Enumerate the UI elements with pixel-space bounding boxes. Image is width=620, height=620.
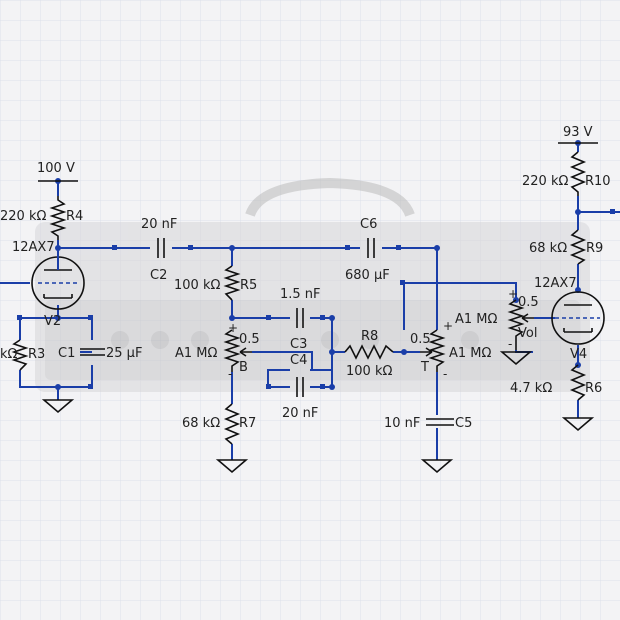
resistor-r5[interactable]: 100 kΩ R5	[174, 265, 257, 301]
r7-name: R7	[239, 416, 256, 431]
amplifier-chassis-image	[35, 177, 590, 392]
r6-value: 4.7 kΩ	[510, 381, 552, 396]
r4-name: R4	[66, 209, 83, 224]
c2-name: C2	[150, 268, 167, 283]
c5-name: C5	[455, 416, 472, 431]
v4-name: V4	[570, 347, 587, 362]
r5-name: R5	[240, 278, 257, 293]
svg-text:+: +	[228, 321, 238, 335]
treble-position: 0.5	[410, 332, 431, 347]
r4-value: 220 kΩ	[0, 209, 46, 224]
svg-text:-: -	[443, 367, 447, 381]
r7-value: 68 kΩ	[182, 416, 220, 431]
c2-value: 20 nF	[141, 217, 177, 232]
resistor-r9[interactable]: 68 kΩ R9	[529, 229, 603, 265]
treble-name: T	[420, 360, 429, 375]
svg-text:+: +	[508, 287, 518, 301]
resistor-r10[interactable]: 220 kΩ R10	[522, 151, 611, 196]
r8-name: R8	[361, 329, 378, 344]
v2-type: 12AX7	[12, 240, 55, 255]
supply-93v[interactable]: 93 V	[558, 125, 598, 144]
supply-93v-label: 93 V	[563, 125, 593, 140]
capacitor-c6[interactable]: C6 680 µF	[345, 217, 390, 283]
ground-icon	[561, 417, 595, 432]
tube-v4[interactable]: 12AX7 V4	[534, 276, 605, 362]
resistor-r7[interactable]: 68 kΩ R7	[182, 403, 256, 445]
c6-name: C6	[360, 217, 377, 232]
capacitor-c4[interactable]: C4 20 nF	[282, 353, 318, 421]
pot-bass[interactable]: + - 0.5 A1 MΩ B	[175, 321, 260, 381]
r10-name: R10	[585, 174, 611, 189]
ground-icon	[420, 459, 454, 474]
r3-value: kΩ	[0, 347, 18, 362]
c1-value: 25 µF	[106, 346, 142, 361]
c3-value: 1.5 nF	[280, 287, 321, 302]
svg-text:-: -	[228, 367, 232, 381]
ground-icon	[499, 351, 533, 366]
c1-name: C1	[58, 346, 75, 361]
capacitor-c5[interactable]: 10 nF C5	[384, 416, 472, 431]
bass-position: 0.5	[239, 332, 260, 347]
v2-name: V2	[44, 314, 61, 329]
resistor-r4[interactable]: 220 kΩ R4	[0, 196, 83, 240]
vol-position: 0.5	[518, 295, 539, 310]
pot-treble[interactable]: + - 0.5 A1 MΩ T	[410, 319, 492, 381]
treble-value: A1 MΩ	[449, 346, 492, 361]
c5-value: 10 nF	[384, 416, 420, 431]
c4-name: C4	[290, 353, 307, 368]
supply-100v-label: 100 V	[37, 161, 75, 176]
c3-name: C3	[290, 337, 307, 352]
ground-icon	[41, 399, 75, 414]
c4-value: 20 nF	[282, 406, 318, 421]
svg-text:-: -	[508, 337, 512, 351]
supply-100v[interactable]: 100 V	[37, 161, 78, 182]
bass-name: B	[239, 360, 248, 375]
v4-type: 12AX7	[534, 276, 577, 291]
ground-icon	[215, 459, 249, 474]
r10-value: 220 kΩ	[522, 174, 568, 189]
r3-name: R3	[28, 347, 45, 362]
r8-value: 100 kΩ	[346, 364, 392, 379]
r5-value: 100 kΩ	[174, 278, 220, 293]
resistor-r6[interactable]: 4.7 kΩ R6	[510, 364, 602, 401]
svg-text:+: +	[443, 319, 453, 333]
capacitor-c1[interactable]: C1 25 µF	[58, 346, 142, 361]
resistor-r8[interactable]: R8 100 kΩ	[344, 329, 394, 379]
r6-name: R6	[585, 381, 602, 396]
r9-value: 68 kΩ	[529, 241, 567, 256]
capacitor-c3[interactable]: 1.5 nF C3	[280, 287, 321, 352]
pot-volume[interactable]: + - 0.5 A1 MΩ Vol	[455, 287, 539, 351]
ground-symbols	[41, 351, 595, 474]
tube-v2[interactable]: 12AX7 V2	[12, 240, 85, 329]
junction-dots	[55, 140, 581, 390]
c6-value: 680 µF	[345, 268, 390, 283]
capacitor-c2[interactable]: 20 nF C2	[141, 217, 177, 283]
resistor-r3[interactable]: kΩ R3	[0, 339, 45, 371]
bass-value: A1 MΩ	[175, 346, 218, 361]
wire-endpoints	[17, 209, 615, 389]
vol-name: Vol	[518, 326, 537, 341]
vol-value: A1 MΩ	[455, 312, 498, 327]
r9-name: R9	[586, 241, 603, 256]
